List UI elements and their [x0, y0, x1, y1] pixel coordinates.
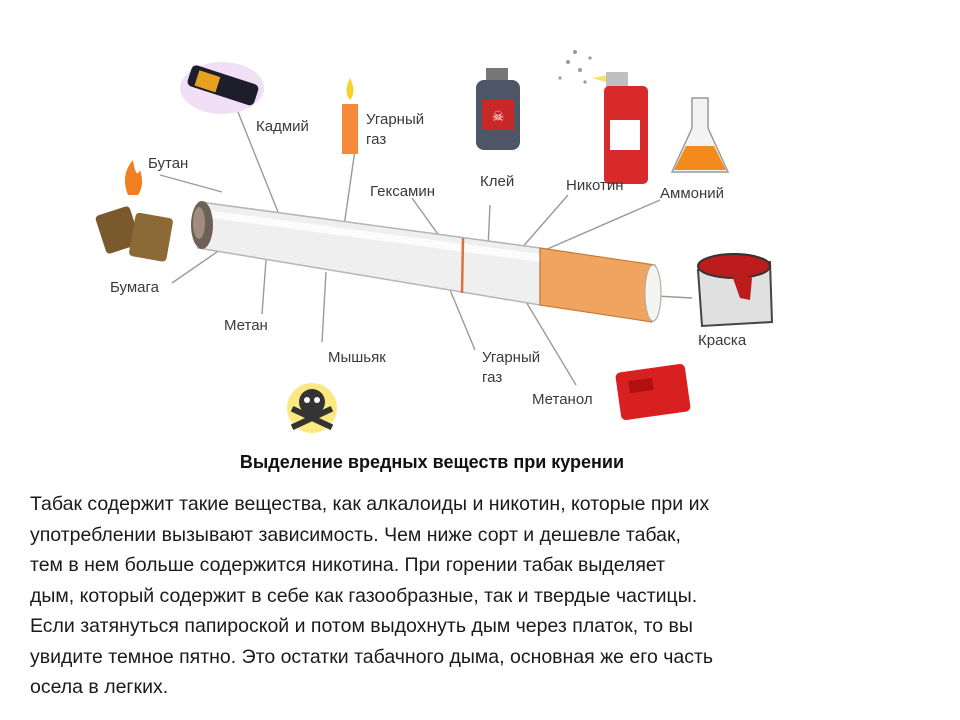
label-myshyak: Мышьяк	[328, 349, 386, 366]
label-nikotin: Никотин	[566, 177, 624, 194]
body-line: тем в нем больше содержится никотина. Пр…	[30, 554, 666, 576]
body-line: Табак содержит такие вещества, как алкал…	[30, 493, 710, 515]
body-paragraph: Табак содержит такие вещества, как алкал…	[30, 489, 910, 703]
label-ugarny-top-1: Угарный	[366, 111, 424, 128]
label-geksamin: Гексамин	[370, 183, 435, 200]
diagram-caption: Выделение вредных веществ при курении	[239, 452, 625, 472]
diagram-labels: Бутан Кадмий Угарный газ Клей Гексамин Н…	[110, 111, 747, 408]
canister-icon	[615, 364, 691, 420]
label-bumaga: Бумага	[110, 279, 160, 296]
cigarette	[191, 201, 662, 323]
label-butan: Бутан	[148, 155, 188, 172]
label-ugarny-bot-1: Угарный	[482, 349, 540, 366]
label-kley: Клей	[480, 173, 514, 190]
body-line: употреблении вызывают зависимость. Чем н…	[30, 523, 681, 546]
label-kadmiy: Кадмий	[256, 118, 309, 135]
label-ugarny-top-2: газ	[366, 131, 386, 148]
glue-bottle-icon: ☠	[476, 68, 520, 150]
harmful-substances-diagram: ☠ Бутан Кадмий Уг	[95, 50, 774, 433]
body-line: Если затянуться папироской и потом выдох…	[30, 615, 693, 637]
candle-icon	[342, 78, 358, 154]
battery-icon	[180, 62, 264, 114]
paint-bucket-icon	[696, 253, 774, 328]
body-line: осела в легких.	[30, 676, 169, 698]
label-ammoniy: Аммоний	[660, 185, 724, 202]
body-line: дым, который содержит в себе как газообр…	[30, 584, 698, 607]
label-metan: Метан	[224, 317, 268, 334]
svg-text:☠: ☠	[492, 108, 505, 124]
leader-lines	[159, 111, 693, 386]
label-ugarny-bot-2: газ	[482, 369, 502, 386]
body-line: увидите темное пятно. Это остатки табачн…	[30, 645, 714, 668]
label-kraska: Краска	[698, 332, 747, 349]
spray-can-icon	[558, 50, 648, 184]
label-metanol: Метанол	[532, 391, 593, 408]
skull-icon	[287, 383, 337, 433]
cigarette-filter	[539, 247, 656, 323]
flask-icon	[670, 97, 730, 173]
lighter-icon	[95, 160, 173, 262]
